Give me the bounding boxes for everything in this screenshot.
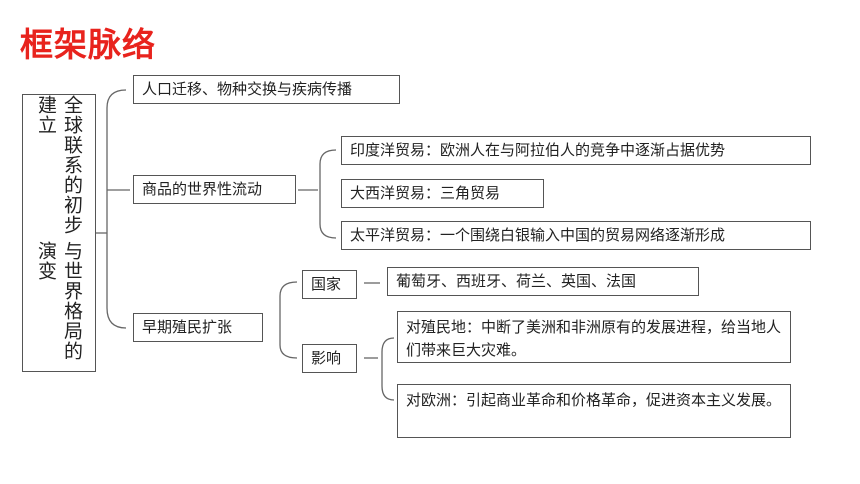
root-topic-line1: 全球联系的初步建立 (35, 95, 83, 235)
colonial-box: 早期殖民扩张 (133, 313, 263, 342)
page-title: 框架脉络 (20, 25, 156, 64)
bracket-impact (381, 337, 395, 401)
impact-colony-box: 对殖民地：中断了美洲和非洲原有的发展进程，给当地人们带来巨大灾难。 (397, 311, 791, 363)
pacific-trade-box: 太平洋贸易：一个围绕白银输入中国的贸易网络逐渐形成 (341, 221, 811, 250)
bracket-colonial (279, 281, 298, 359)
impact-europe-box: 对欧洲：引起商业革命和价格革命，促进资本主义发展。 (397, 384, 791, 438)
indian-ocean-trade-box: 印度洋贸易：欧洲人在与阿拉伯人的竞争中逐渐占据优势 (341, 136, 811, 165)
atlantic-trade-box: 大西洋贸易：三角贸易 (341, 179, 544, 208)
root-topic-box: 全球联系的初步建立 与世界格局的演变 (22, 94, 96, 372)
impact-label-box: 影响 (302, 344, 357, 373)
bracket-trade (319, 149, 337, 239)
commodity-box: 商品的世界性流动 (133, 175, 296, 204)
countries-box: 葡萄牙、西班牙、荷兰、英国、法国 (387, 267, 699, 296)
country-label-box: 国家 (302, 270, 357, 299)
migration-box: 人口迁移、物种交换与疾病传播 (133, 75, 400, 104)
root-topic-line2: 与世界格局的演变 (35, 241, 83, 362)
bracket-level1 (106, 89, 127, 329)
